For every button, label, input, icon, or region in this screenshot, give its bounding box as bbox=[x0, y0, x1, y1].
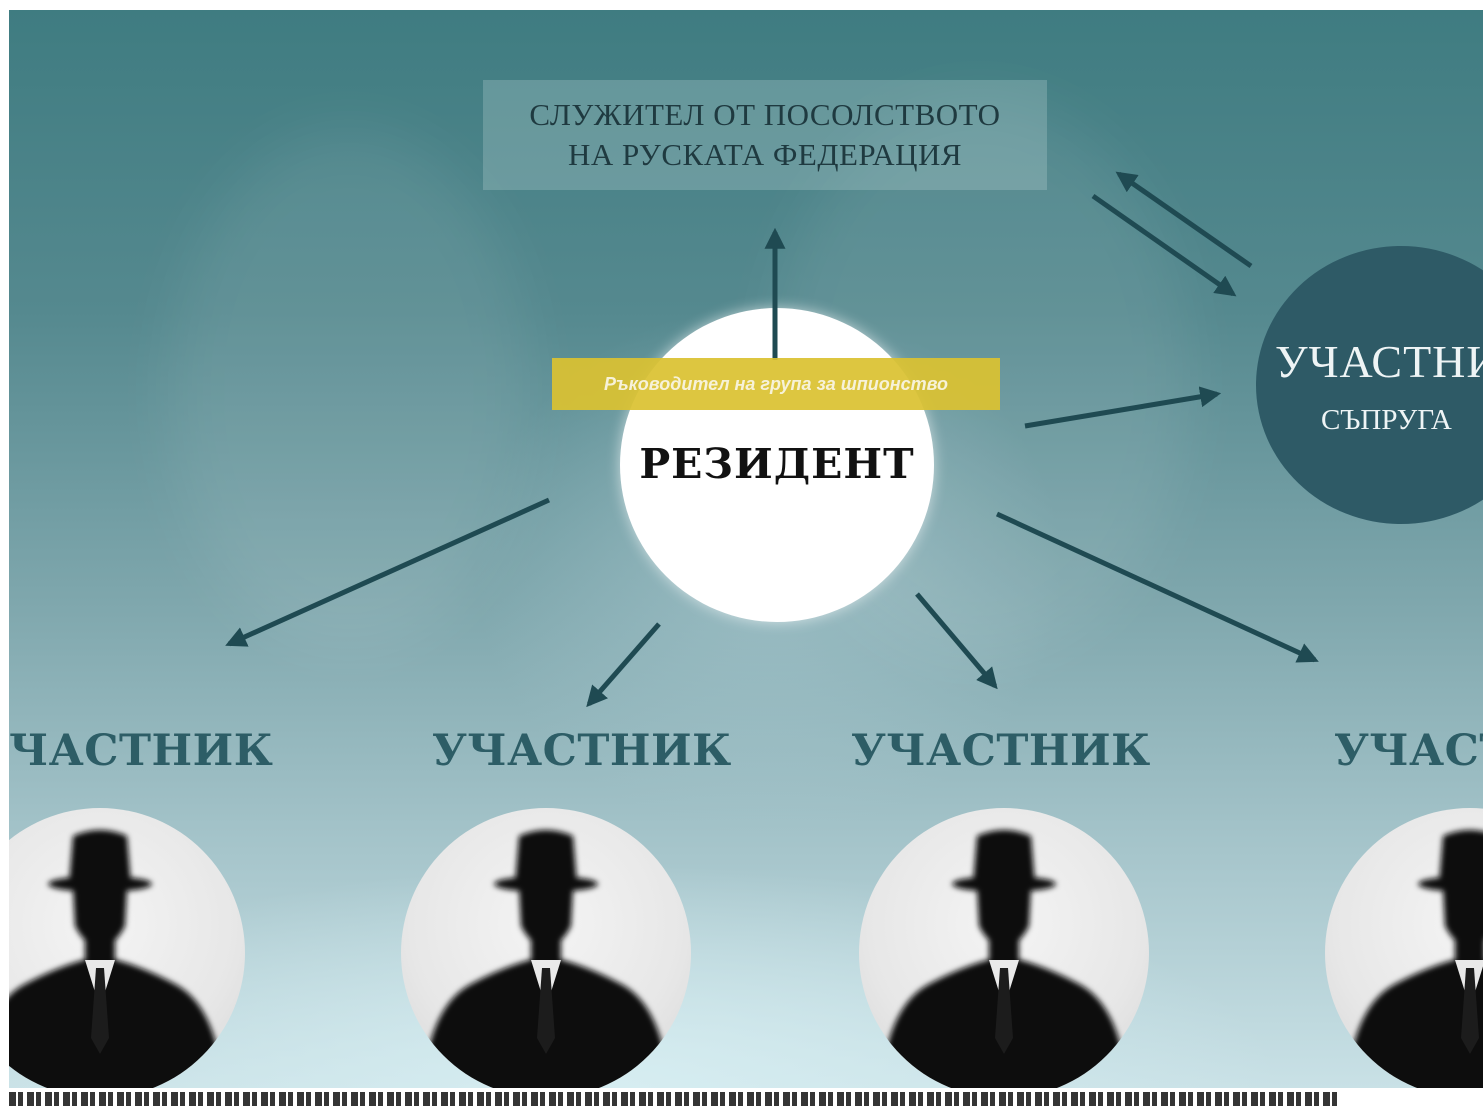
member-portrait-3 bbox=[859, 808, 1149, 1088]
arrow-from-spouse bbox=[1115, 171, 1253, 269]
member-portrait-2 bbox=[401, 808, 691, 1088]
background-haze bbox=[169, 130, 529, 650]
spouse-circle bbox=[1256, 246, 1483, 524]
diagram-canvas: СЛУЖИТЕЛ ОТ ПОСОЛСТВОТО НА РУСКАТА ФЕДЕР… bbox=[9, 10, 1483, 1088]
man-in-hat-silhouette-icon bbox=[1325, 808, 1483, 1088]
arrow-to-spouse-upper bbox=[1091, 193, 1237, 297]
member-label-1: ЧАСТНИК bbox=[9, 726, 274, 776]
arrow-to-member-4 bbox=[995, 511, 1319, 663]
spy-group-leader-banner: Ръководител на група за шпионство bbox=[552, 358, 1000, 410]
resident-label: РЕЗИДЕНТ bbox=[639, 440, 915, 488]
arrow-to-member-2 bbox=[586, 622, 661, 708]
member-portrait-1 bbox=[9, 808, 245, 1088]
member-portrait-4 bbox=[1325, 808, 1483, 1088]
man-in-hat-silhouette-icon bbox=[859, 808, 1149, 1088]
man-in-hat-silhouette-icon bbox=[401, 808, 691, 1088]
spouse-member-label: УЧАСТНИ bbox=[1275, 336, 1483, 387]
member-label-3: УЧАСТНИК bbox=[851, 726, 1151, 776]
member-label-4: УЧАСТ bbox=[1334, 726, 1483, 776]
arrow-to-spouse bbox=[1024, 386, 1222, 429]
spouse-label: СЪПРУГА bbox=[1321, 404, 1452, 436]
embassy-official-box: СЛУЖИТЕЛ ОТ ПОСОЛСТВОТО НА РУСКАТА ФЕДЕР… bbox=[483, 80, 1047, 190]
man-in-hat-silhouette-icon bbox=[9, 808, 245, 1088]
embassy-official-line-1: СЛУЖИТЕЛ ОТ ПОСОЛСТВОТО bbox=[529, 97, 1001, 132]
embassy-official-line-2: НА РУСКАТА ФЕДЕРАЦИЯ bbox=[567, 137, 963, 172]
illegible-caption-strip bbox=[9, 1092, 1339, 1106]
arrow-to-member-3 bbox=[915, 592, 998, 690]
arrow-to-member-1 bbox=[225, 497, 551, 647]
connector-arrows bbox=[225, 171, 1319, 708]
member-label-2: УЧАСТНИК bbox=[432, 726, 732, 776]
